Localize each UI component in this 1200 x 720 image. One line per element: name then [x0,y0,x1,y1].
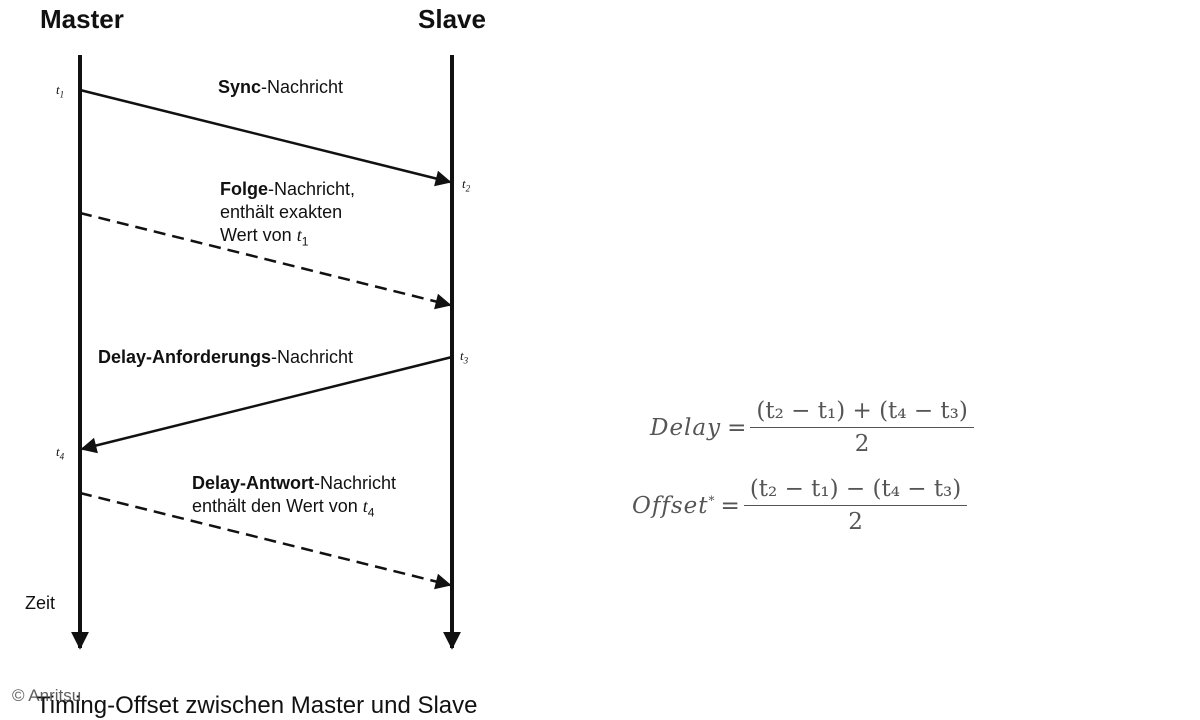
follow-up-arrow [79,211,452,310]
time-label-t1: t1 [56,82,65,100]
delay-formula-numerator: (t₂ − t₁) + (t₄ − t₃) [750,398,974,428]
time-label-t2: t2 [462,176,471,194]
sync-message-label: Sync-Nachricht [218,77,344,97]
offset-formula-numerator: (t₂ − t₁) − (t₄ − t₃) [743,476,968,506]
offset-formula-denominator: 2 [848,509,863,535]
delay-response-arrow [79,491,452,590]
delay-formula-equals: = [727,414,747,441]
delay-formula-lhs: Delay [650,414,722,441]
slave-label: Slave [418,4,486,34]
delay-request-arrow [80,355,453,454]
copyright-watermark: © Anritsu [12,686,82,705]
master-label: Master [40,4,124,34]
follow-up-message-label: Folge-Nachricht, enthält exakten Wert vo… [220,179,356,249]
offset-formula-equals: = [720,492,740,519]
delay-formula: Delay = (t₂ − t₁) + (t₄ − t₃) 2 [650,398,974,457]
sync-arrow [79,88,452,187]
time-label-t4: t4 [56,444,65,462]
delay-formula-denominator: 2 [854,431,870,457]
figure-caption: Timing-Offset zwischen Master und Slave [36,692,478,719]
delay-request-message-label: Delay-Anforderungs-Nachricht [98,347,354,367]
offset-formula-lhs: Offset* [632,492,715,519]
delay-response-message-label: Delay-Antwort-Nachricht enthält den Wert… [192,473,397,520]
offset-formula: Offset* = (t₂ − t₁) − (t₄ − t₃) 2 [632,476,968,535]
time-label-t3: t3 [460,348,469,366]
time-axis-label: Zeit [25,593,56,613]
